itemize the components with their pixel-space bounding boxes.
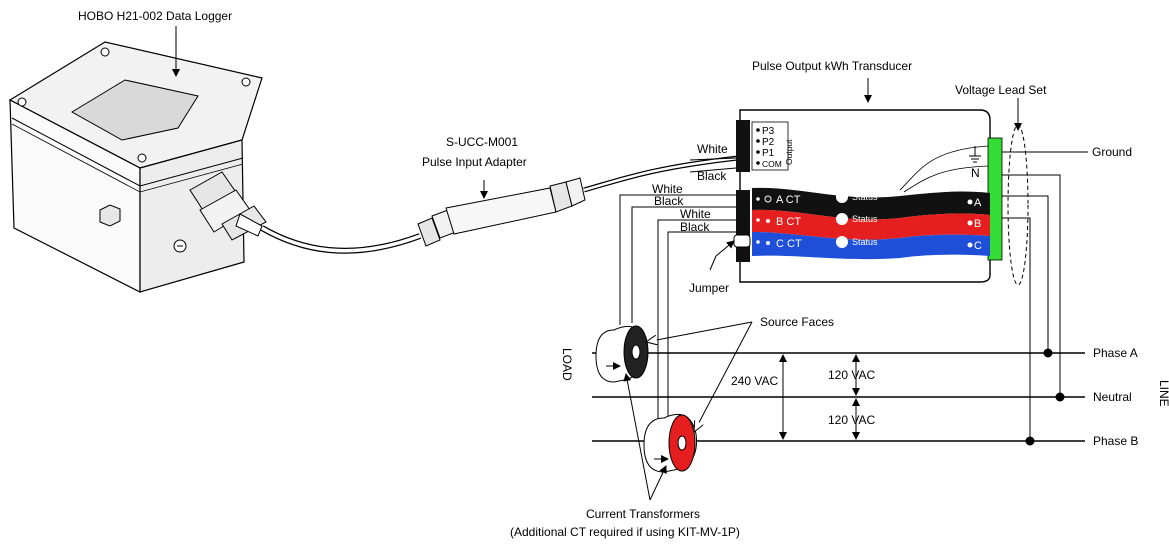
transducer-label: Pulse Output kWh Transducer [752,59,912,73]
term-p2: P2 [762,137,775,148]
voltage-leads [1002,151,1080,441]
wire-black-b: Black [680,220,710,234]
ct-label-1: Current Transformers [586,507,700,521]
band-b-term: B [974,218,981,230]
output-terminals: P3 P2 P1 COM Output [756,126,794,169]
term-com: COM [762,159,782,169]
band-c [752,232,990,260]
adapter-label-2: Pulse Input Adapter [422,155,527,169]
voltage-lead-set-label: Voltage Lead Set [955,83,1047,97]
band-c-labels: C CT Status C [756,236,982,252]
ct-label-2: (Additional CT required if using KIT-MV-… [510,525,740,539]
voltage-lead-bundle [1007,124,1029,286]
term-p1: P1 [762,148,775,159]
band-b-status: Status [852,214,878,224]
band-c-ct: C CT [776,238,802,250]
wire-white-out: White [697,142,728,156]
band-a-labels: A CT Status A [756,191,982,209]
data-logger-box [8,41,267,293]
jumper-label: Jumper [689,281,729,295]
band-a [752,187,990,220]
load-label: LOAD [560,348,574,381]
band-b-labels: B CT Status B [756,213,981,230]
callout-arrows [172,26,1088,501]
phase-a-label: Phase A [1093,346,1138,360]
wire-white-a: White [652,182,683,196]
logger-label: HOBO H21-002 Data Logger [78,9,232,23]
neutral-label: Neutral [1093,390,1132,404]
neutral-terminal: N [971,166,980,180]
current-transformer-b [643,414,698,473]
wire-black-out: Black [697,169,727,183]
band-a-ct: A CT [776,194,801,206]
band-c-term: C [974,240,982,252]
band-b-ct: B CT [776,216,801,228]
band-c-status: Status [852,237,878,247]
adapter-label-1: S-UCC-M001 [446,135,518,149]
current-transformer-a [595,325,649,383]
voltage-dimensions [779,354,860,440]
line-label: LINE [1157,380,1169,407]
jumper [733,234,751,248]
wire-black-a: Black [654,194,684,208]
output-label: Output [784,139,794,165]
pulse-input-adapter [417,177,586,247]
vac-240-label: 240 VAC [731,374,778,388]
term-p3: P3 [762,126,775,137]
ground-label: Ground [1092,145,1132,159]
wire-white-b: White [680,207,711,221]
vac-120-top-label: 120 VAC [828,368,875,382]
band-b [752,209,990,240]
phase-b-label: Phase B [1093,434,1138,448]
band-a-term: A [974,197,982,209]
ct-wires [619,194,736,458]
source-faces-label: Source Faces [760,315,834,329]
vac-120-bottom-label: 120 VAC [828,413,875,427]
band-a-status: Status [852,192,878,202]
